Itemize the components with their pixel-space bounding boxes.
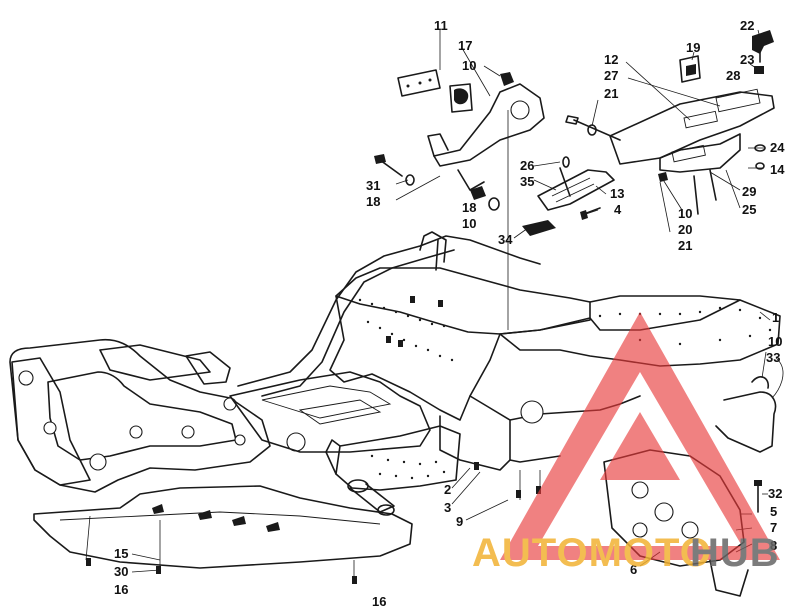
callout-13: 13 (610, 186, 624, 201)
callout-15: 15 (114, 546, 128, 561)
callout-24: 24 (770, 140, 785, 155)
watermark-brand-a: AUTOMOTO (472, 531, 712, 575)
callout-33: 33 (766, 350, 780, 365)
callout-18a: 18 (366, 194, 380, 209)
watermark-brand-b: HUB (690, 531, 780, 575)
callout-21a: 21 (604, 86, 618, 101)
watermark-triangle-logo (500, 312, 780, 560)
callout-22: 22 (740, 18, 754, 33)
callout-30: 30 (114, 564, 128, 579)
fasteners (86, 462, 541, 584)
callout-34: 34 (498, 232, 513, 247)
hardware-bolts (374, 154, 717, 215)
callout-16a: 16 (114, 582, 128, 597)
callout-35: 35 (520, 174, 534, 189)
callout-3: 3 (444, 500, 451, 515)
callout-20: 20 (678, 222, 692, 237)
callout-31: 31 (366, 178, 380, 193)
callout-10b: 10 (462, 216, 476, 231)
callout-14: 14 (770, 162, 785, 177)
riser-strap-bracket (522, 156, 615, 236)
callout-7: 7 (770, 520, 777, 535)
rear-crossmember (565, 30, 775, 173)
callout-9: 9 (456, 514, 463, 529)
callout-2: 2 (444, 482, 451, 497)
callout-11a: 11 (434, 18, 448, 33)
callout-19: 19 (686, 40, 700, 55)
callout-5: 5 (770, 504, 777, 519)
callout-21b: 21 (678, 238, 692, 253)
callout-28: 28 (726, 68, 740, 83)
callout-16b: 16 (372, 594, 386, 609)
callout-17: 17 (458, 38, 472, 53)
callout-27: 27 (604, 68, 618, 83)
cross-tube (347, 479, 395, 516)
automotohub-watermark: AUTOMOTO HUB (472, 312, 780, 575)
callout-12: 12 (604, 52, 618, 67)
callout-10d: 10 (768, 334, 782, 349)
main-chassis-frame (9, 231, 781, 493)
callout-32: 32 (768, 486, 782, 501)
callout-10a: 10 (462, 58, 476, 73)
callout-25: 25 (742, 202, 756, 217)
leader-lines (85, 29, 784, 580)
belly-pan (33, 485, 413, 569)
callout-1: 1 (772, 310, 779, 325)
callout-8: 8 (770, 538, 777, 553)
callout-6: 6 (630, 562, 637, 577)
callout-26: 26 (520, 158, 534, 173)
callout-18b: 18 (462, 200, 476, 215)
callout-labels: 11 17 10 19 22 23 12 27 28 21 24 14 26 3… (114, 18, 785, 609)
steering-post-bracket (397, 69, 545, 191)
callout-4: 4 (614, 202, 622, 217)
callout-29: 29 (742, 184, 756, 199)
callout-10c: 10 (678, 206, 692, 221)
callout-23: 23 (740, 52, 754, 67)
